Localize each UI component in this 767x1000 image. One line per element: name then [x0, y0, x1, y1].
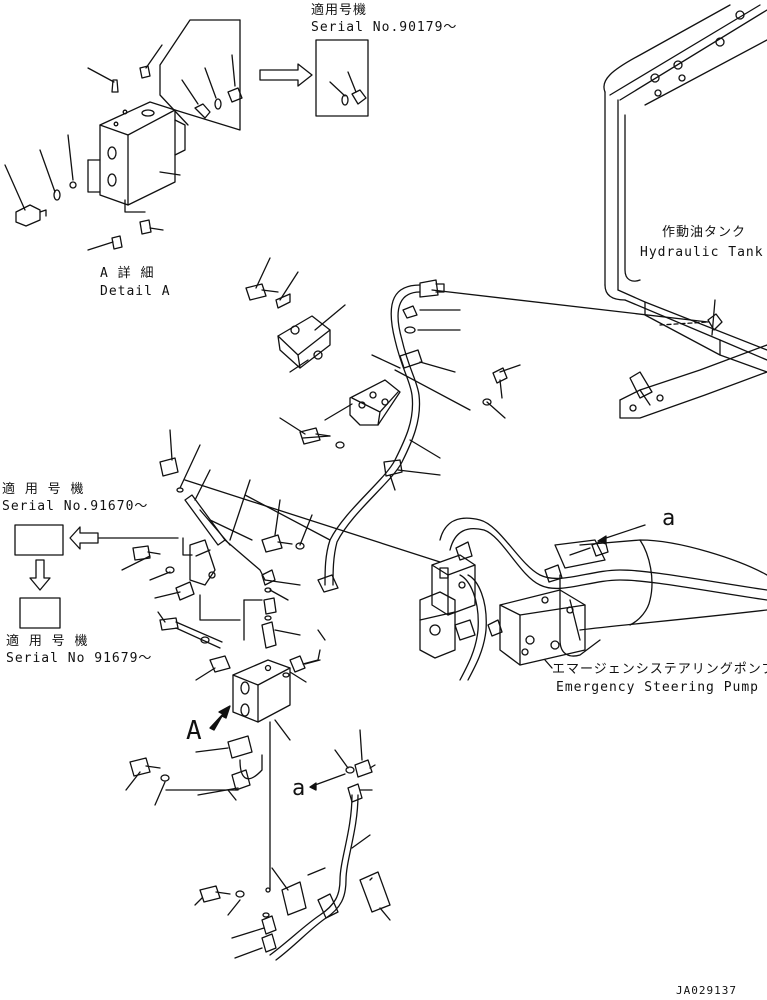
serial-left-1-label-en: Serial No.91670～ [2, 499, 149, 514]
serial-left-2-label-en: Serial No 91679～ [6, 651, 153, 666]
detail-a-title-ja: A 詳 細 [100, 266, 155, 281]
lower-clamp-assembly [125, 729, 391, 961]
drawing-code: JA029137 [676, 984, 737, 997]
pump-label-en: Emergency Steering Pump [556, 680, 760, 695]
tank-label-ja: 作動油タンク [662, 225, 747, 240]
detail-a-title-en: Detail A [100, 284, 171, 299]
tank-label-en: Hydraulic Tank [640, 245, 764, 260]
marker-big-a: A [186, 716, 202, 746]
serial-left-2-label-ja: 適 用 号 機 [6, 634, 89, 649]
marker-a-left: a [292, 776, 306, 801]
hydraulic-tank [603, 4, 767, 419]
direction-arrow-a [209, 705, 231, 731]
detail-a-valve-block [4, 19, 369, 251]
serial-left-1-label-ja: 適 用 号 機 [2, 482, 85, 497]
serial-top-label-ja: 適用号機 [311, 3, 368, 18]
upper-hose-assembly [245, 257, 709, 593]
valve-block-a [14, 429, 441, 891]
emergency-steering-pump [419, 517, 767, 681]
serial-top-label-en: Serial No.90179～ [311, 20, 458, 35]
pump-label-ja: エマージェンシステアリングポンプ [552, 662, 767, 677]
marker-a-right: a [662, 506, 676, 531]
